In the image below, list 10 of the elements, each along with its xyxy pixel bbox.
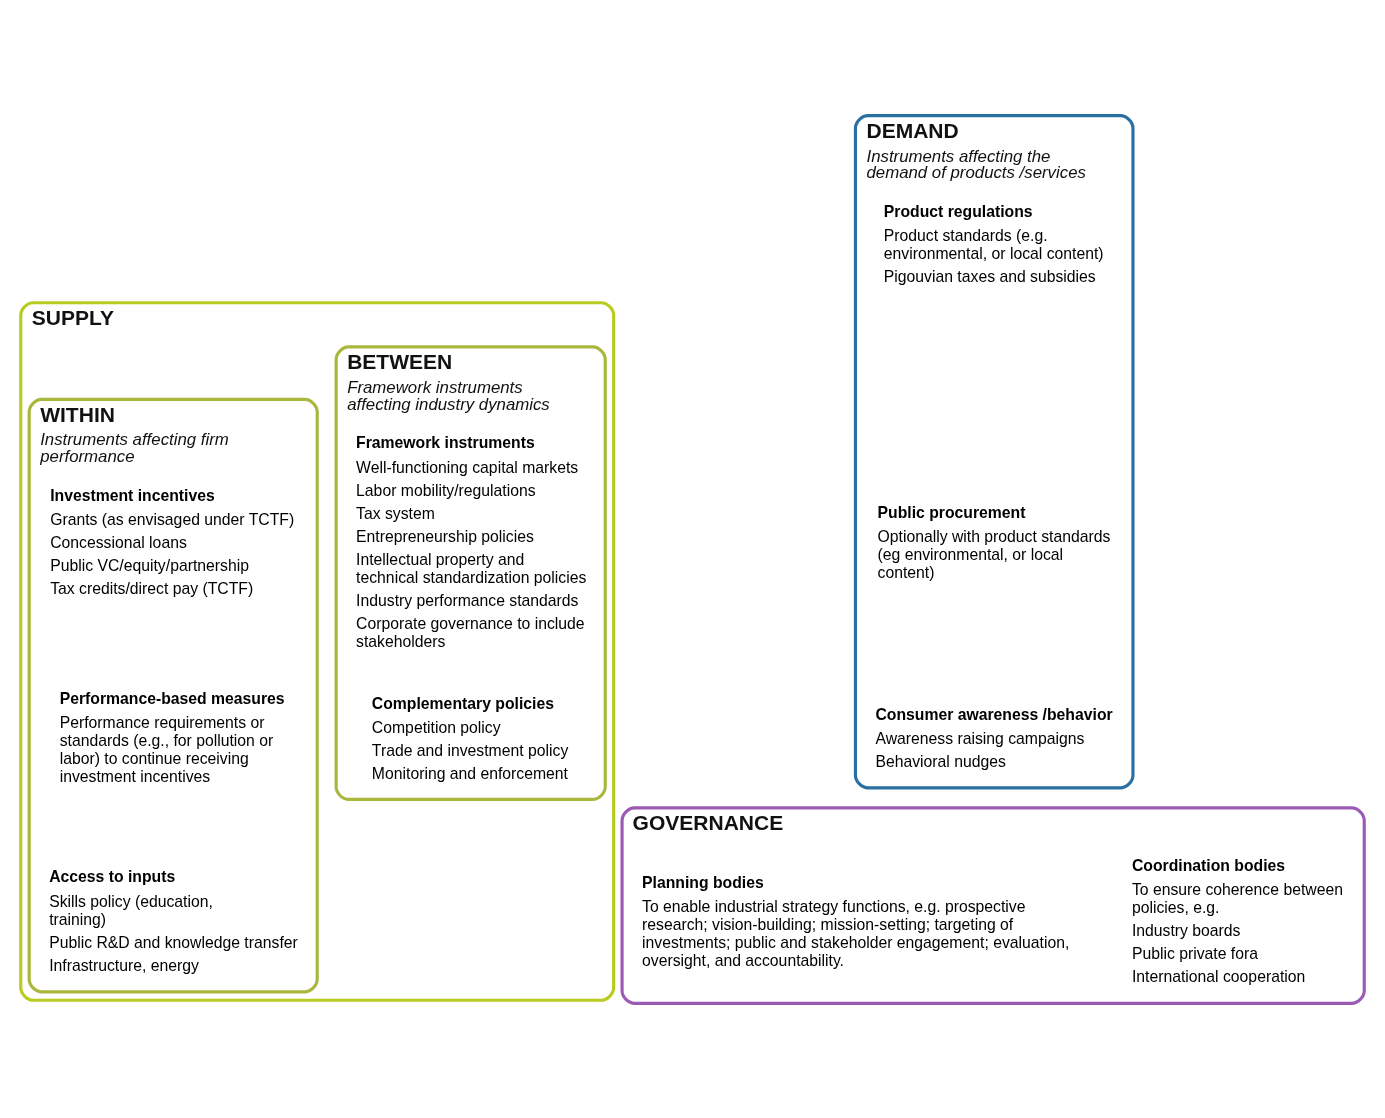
- node-text: Consumer awareness /behavior Awareness raising campaigns Behavioral nudges: [875, 705, 1113, 770]
- node-text: Coordination bodies To ensure coherence between policies, e.g. Industry boards Public private fora International cooperation: [1131, 856, 1343, 985]
- node-text: Performance-based measures Performance requirements or standards (e.g., for pollution or labor) to continue receiving investment incentives: [59, 689, 285, 785]
- node-text: Access to inputs Skills policy (education, training) Public R&D and knowledge transfer Infrastructure, energy: [49, 867, 298, 974]
- node-text: Public procurement Optionally with product standards (eg environmental, or local content): [877, 503, 1111, 581]
- node-text: Investment incentives Grants (as envisaged under TCTF) Concessional loans Public VC/equity/partnership Tax credits/direct pay (TCTF): [50, 486, 295, 597]
- node-text: Complementary policies Competition policy Trade and investment policy Monitoring and enforcement: [371, 694, 569, 782]
- node-text: Planning bodies To enable industrial strategy functions, e.g. prospective research; vision-building; mission-setting; targeting of investments; public and stakeholder engagement; evaluation, oversight, and accountability.: [642, 873, 1070, 969]
- node-text: Framework instruments Well-functioning capital markets Labor mobility/regulations Tax system Entrepreneurship policies Intellectual property and technical standardization policies Industry performance standards Corporate governance to include stakeholders: [356, 433, 587, 650]
- node-text: Product regulations Product standards (e.g. environmental, or local content) Pigouvian taxes and subsidies: [883, 202, 1104, 285]
